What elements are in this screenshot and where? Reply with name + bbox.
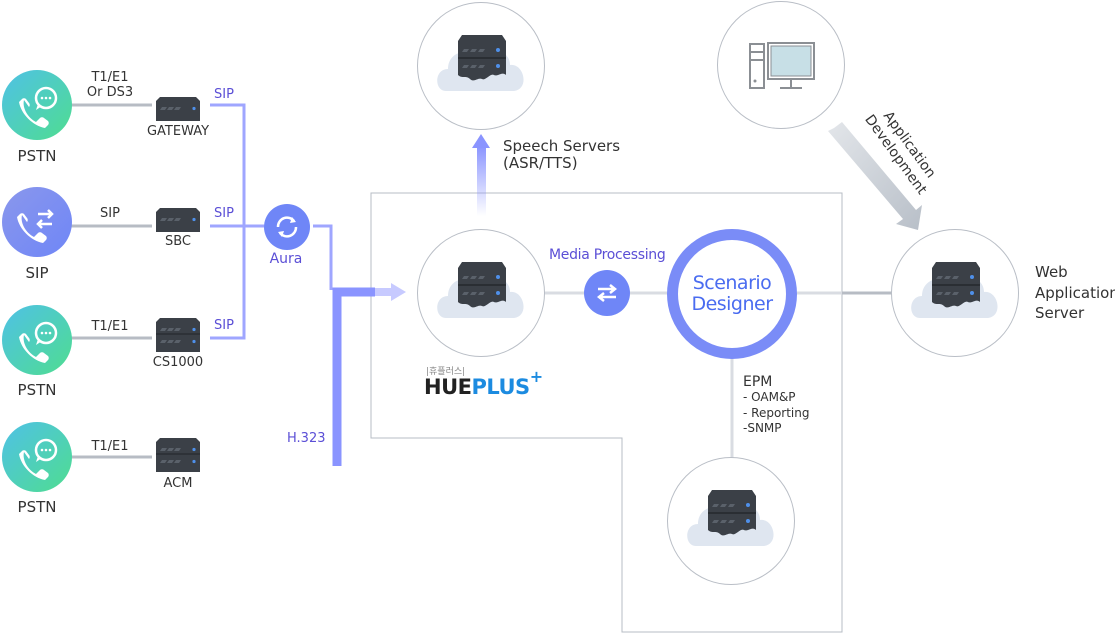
media-processing-node[interactable] — [584, 270, 630, 316]
epm-item: -SNMP — [743, 421, 782, 436]
developer-pc-node[interactable] — [717, 1, 845, 129]
aura-label: Aura — [269, 251, 303, 267]
network-device-icon — [156, 208, 200, 232]
speech-server-node[interactable] — [417, 2, 545, 130]
device-label: GATEWAY — [146, 124, 210, 139]
endpoint-pstn[interactable] — [2, 422, 72, 492]
web-line2: Application — [1035, 283, 1115, 302]
endpoint-pstn[interactable] — [2, 70, 72, 140]
endpoint-pstn[interactable] — [2, 305, 72, 375]
cloud-server-icon — [418, 230, 544, 362]
endpoint-label: PSTN — [17, 381, 57, 399]
speech-line2: (ASR/TTS) — [503, 154, 578, 173]
network-device-icon — [156, 97, 200, 121]
aura-out-line — [313, 224, 333, 290]
scenario-designer-node[interactable]: Scenario Designer — [667, 229, 797, 359]
link-label-3: T1/E1 — [91, 319, 129, 334]
link-label-2: SIP — [100, 206, 120, 221]
speech-servers-label: Speech Servers(ASR/TTS) — [503, 137, 621, 173]
endpoint-label: PSTN — [17, 147, 57, 165]
link-label-line: T1/E1 — [91, 70, 129, 85]
cloud-server-icon — [892, 230, 1018, 362]
phone-chat-icon — [19, 438, 58, 480]
device-label: SBC — [164, 234, 192, 249]
link-label-line: Or DS3 — [86, 84, 134, 100]
epm-server-node[interactable] — [667, 457, 795, 585]
cloud-server-icon — [418, 3, 544, 135]
phone-transfer-icon — [17, 209, 54, 243]
device-cs1000[interactable] — [152, 318, 204, 352]
h323-riser — [332, 287, 375, 466]
phone-chat-icon — [19, 86, 58, 128]
sip-out-label-2: SIP — [214, 206, 234, 221]
endpoint-label: PSTN — [17, 498, 57, 516]
desktop-computer-icon — [749, 42, 815, 89]
speech-arrow-head — [472, 134, 490, 148]
phone-chat-icon — [19, 321, 58, 363]
link-label-4: T1/E1 — [91, 439, 129, 454]
swap-arrows-icon — [596, 284, 618, 302]
device-acm[interactable] — [152, 438, 204, 472]
media-processing-label: Media Processing — [549, 247, 666, 263]
epm-title: EPM — [743, 374, 773, 390]
web-line3: Server — [1035, 304, 1085, 323]
endpoint-sip[interactable] — [2, 187, 72, 257]
aura-node[interactable] — [264, 204, 310, 250]
device-label: ACM — [163, 476, 193, 491]
hueplus-plus-sign: + — [529, 367, 543, 386]
sip-out-label-3: SIP — [214, 318, 234, 333]
system-boundary — [370, 192, 843, 633]
endpoint-label: SIP — [25, 264, 49, 282]
speech-arrow-shaft — [477, 146, 486, 216]
network-device-icon — [156, 438, 200, 472]
epm-item: - Reporting — [743, 405, 810, 420]
web-server-node[interactable] — [891, 229, 1019, 357]
hueplus-plus: PLUS — [471, 375, 530, 399]
scenario-line2: Designer — [691, 293, 773, 315]
sip-bus — [210, 103, 264, 340]
scenario-line1: Scenario — [692, 272, 772, 295]
h323-label: H.323 — [287, 431, 326, 446]
sip-out-label-1: SIP — [214, 87, 234, 102]
device-label: CS1000 — [152, 355, 204, 370]
device-sbc[interactable] — [152, 208, 204, 232]
app-dev-arrow — [828, 122, 922, 230]
hueplus-korean: |휴플러스| — [426, 367, 466, 377]
inbound-arrow — [375, 283, 406, 301]
network-device-icon — [156, 318, 200, 352]
device-gateway[interactable] — [152, 97, 204, 121]
cloud-server-icon — [668, 458, 794, 590]
epm-label: EPM - OAM&P - Reporting -SNMP — [743, 374, 809, 437]
hueplus-hue: HUE — [424, 375, 472, 399]
epm-item: - OAM&P — [743, 390, 796, 405]
sync-icon — [276, 216, 298, 238]
hueplus-server-node[interactable] — [417, 229, 545, 357]
speech-line1: Speech Servers — [503, 137, 621, 155]
web-line1: Web — [1035, 263, 1068, 281]
